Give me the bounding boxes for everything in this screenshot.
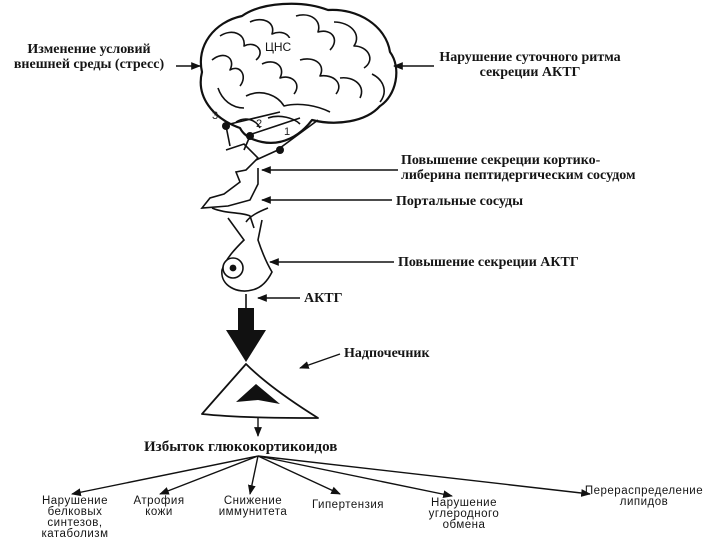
glucocorticoid-excess-label: Избыток глюкокортикоидов (144, 439, 338, 455)
adrenal-arrow (299, 353, 341, 369)
acth-big-arrow (226, 308, 266, 362)
neuron-pathway (200, 111, 319, 292)
effect-arrow-2 (159, 455, 259, 495)
neuron-dots (222, 122, 284, 154)
stress-label: Изменение условий внешней среды (стресс) (13, 42, 165, 72)
neuron-number-2: 2 (256, 118, 263, 130)
effect-arrow-6 (257, 455, 591, 497)
effect-arrow-4 (257, 455, 341, 495)
effect-lipid-redistribution: Перераспределение липидов (584, 485, 704, 508)
effect-protein-synthesis: Нарушение белковых синтезов, катаболизм (41, 495, 109, 540)
effect-skin-atrophy: Атрофия кожи (133, 495, 185, 518)
adrenal-label: Надпочечник (344, 346, 430, 361)
acth-secretion-label: Повышение секреции АКТГ (398, 255, 579, 270)
cns-label-background (262, 38, 306, 56)
effect-immunity-decrease: Снижение иммунитета (218, 495, 288, 518)
pituitary-cell (222, 257, 244, 279)
effect-arrow-5 (257, 455, 453, 499)
crh-label: Повышение секреции кортико- либерина пеп… (401, 153, 636, 183)
effect-arrow-1 (71, 455, 259, 497)
rhythm-label: Нарушение суточного ритма секреции АКТГ (439, 50, 621, 80)
effect-arrow-3 (247, 455, 259, 495)
brain-illustration (199, 2, 398, 144)
neuron-number-3: 3 (212, 110, 219, 122)
neuron-number-1: 1 (284, 126, 291, 138)
effect-carbon-metabolism: Нарушение углеродного обмена (428, 497, 500, 531)
acth-label: АКТГ (304, 291, 343, 306)
effect-hypertension: Гипертензия (311, 499, 385, 511)
portal-vessels-label: Портальные сосуды (396, 194, 524, 209)
cns-label: ЦНС (265, 40, 292, 54)
adrenal-gland (201, 363, 319, 419)
